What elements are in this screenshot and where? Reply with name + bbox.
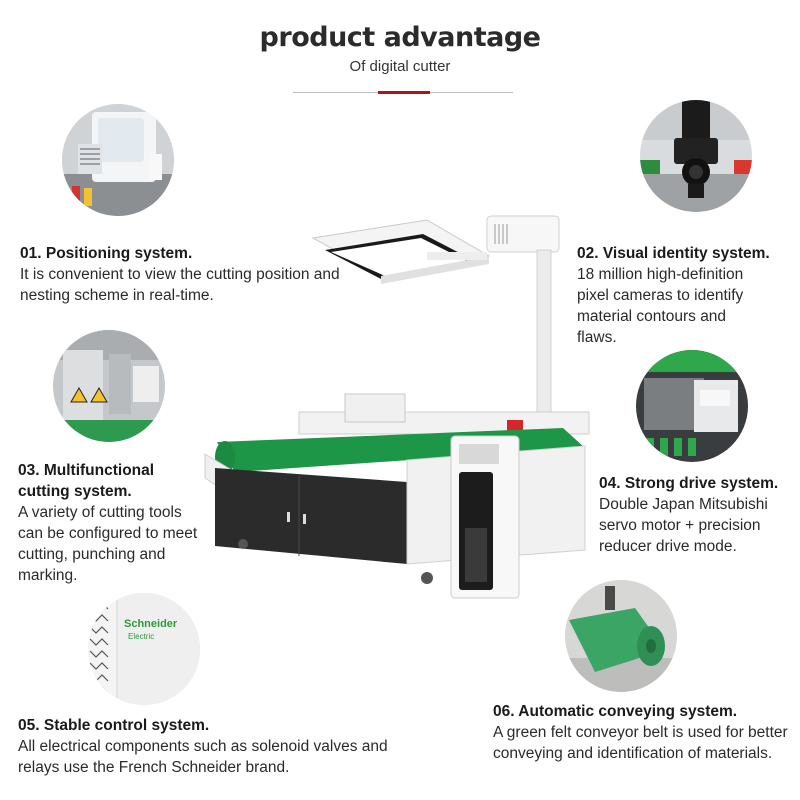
feature-visual-identity-system: 02. Visual identity system. 18 million h… [577, 243, 797, 348]
feature-title: 01. Positioning system. [20, 245, 193, 262]
positioning-system-photo [62, 104, 174, 216]
digital-cutter-machine-image [195, 210, 595, 600]
title-divider-accent [378, 91, 430, 94]
cutting-system-photo [53, 330, 165, 442]
feature-positioning-system: 01. Positioning system. It is convenient… [20, 243, 350, 306]
feature-description: Double Japan Mitsubishi servo motor + pr… [599, 496, 768, 555]
feature-title: 04. Strong drive system. [599, 475, 779, 492]
feature-description: All electrical components such as soleno… [18, 738, 388, 776]
feature-automatic-conveying-system: 06. Automatic conveying system. A green … [493, 701, 793, 764]
feature-description: A variety of cutting tools can be config… [18, 504, 198, 584]
feature-strong-drive-system: 04. Strong drive system. Double Japan Mi… [599, 473, 797, 557]
feature-title: 03. Multifunctional cutting system. [18, 462, 155, 500]
control-system-photo: Schneider Electric [88, 593, 200, 705]
page-title: product advantage [259, 22, 541, 53]
feature-title: 05. Stable control system. [18, 717, 210, 734]
page-subtitle: Of digital cutter [349, 58, 451, 75]
feature-description: 18 million high-definition pixel cameras… [577, 266, 744, 346]
drive-system-photo [636, 350, 748, 462]
feature-title: 06. Automatic conveying system. [493, 703, 738, 720]
feature-description: It is convenient to view the cutting pos… [20, 266, 340, 304]
feature-title: 02. Visual identity system. [577, 245, 770, 262]
feature-multifunctional-cutting-system: 03. Multifunctional cutting system. A va… [18, 460, 206, 586]
visual-identity-photo [640, 100, 752, 212]
schneider-logo-text: Schneider [124, 618, 178, 630]
feature-description: A green felt conveyor belt is used for b… [493, 724, 788, 762]
feature-stable-control-system: 05. Stable control system. All electrica… [18, 715, 398, 778]
conveying-system-photo [565, 580, 677, 692]
electric-logo-text: Electric [128, 632, 154, 641]
